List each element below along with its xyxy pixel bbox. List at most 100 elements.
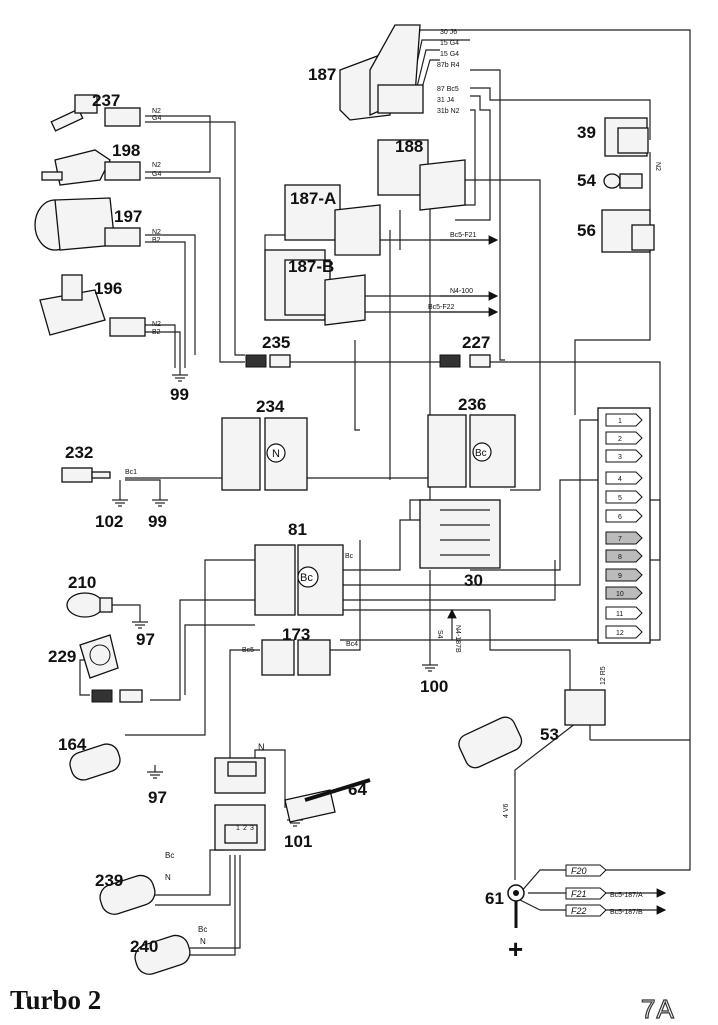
wire-code: Bc5-187/B — [610, 909, 643, 916]
bulb-54 — [603, 173, 643, 189]
fuse-slot-2: 2 — [605, 431, 643, 445]
connector-81 — [254, 544, 344, 616]
wire-code: N4-187B — [454, 625, 461, 653]
pin-number: 2 — [243, 825, 247, 832]
fuse-slot-6: 6 — [605, 509, 643, 523]
wire-code: G4 — [152, 171, 161, 178]
component-label: 81 — [288, 520, 307, 539]
wire-code: 31 J4 — [437, 97, 454, 104]
component-label: 53 — [540, 725, 559, 744]
connector-236 — [427, 414, 516, 488]
component-label: 196 — [94, 279, 122, 298]
connector-mark: Bc — [475, 448, 487, 459]
wire-code: N — [200, 937, 206, 946]
connector-173 — [261, 639, 331, 676]
wire-code: 15 G4 — [440, 40, 459, 47]
wire-code: S4 — [436, 630, 443, 639]
fuse-slot-10: 10 — [605, 586, 643, 600]
wire-code: Bc — [198, 925, 207, 934]
wire-code: N2 — [152, 108, 161, 115]
wire-code: N — [165, 873, 171, 882]
connector-30 — [419, 499, 501, 569]
component-label: 102 — [95, 512, 123, 531]
wire-code: Bc1 — [125, 469, 137, 476]
svg-text:3: 3 — [618, 454, 622, 461]
fan-229 — [79, 634, 143, 703]
connector-235 — [245, 354, 291, 368]
pump-239 — [99, 874, 156, 915]
wire-code: N2 — [654, 162, 661, 171]
wire-code: 4 V6 — [503, 803, 510, 818]
pin-number: 1 — [236, 825, 240, 832]
wire-code: N2 — [152, 229, 161, 236]
relay-187-a — [284, 184, 381, 256]
fuse-slot-12: 12 — [605, 625, 643, 639]
fuse-slot-7: 7 — [605, 531, 643, 545]
component-label: 235 — [262, 333, 290, 352]
fuse-tag-label: F20 — [571, 866, 587, 876]
component-label: 197 — [114, 207, 142, 226]
component-label: 100 — [420, 677, 448, 696]
pin-number: 3 — [250, 825, 254, 832]
sensor-232 — [61, 467, 111, 483]
svg-text:12: 12 — [616, 630, 624, 637]
component-label: 229 — [48, 647, 76, 666]
component-label: 237 — [92, 91, 120, 110]
svg-text:6: 6 — [618, 514, 622, 521]
wire-code: Bc5-F22 — [428, 304, 455, 311]
svg-text:5: 5 — [618, 495, 622, 502]
component-label: 101 — [284, 832, 312, 851]
relay-187 — [339, 24, 424, 121]
component-label: 198 — [112, 141, 140, 160]
wire-code: Bc4 — [346, 641, 358, 648]
component-label: 97 — [148, 788, 167, 807]
relay-39 — [604, 117, 649, 157]
component-label: 30 — [464, 571, 483, 590]
fuse-tag-f21 — [565, 887, 607, 900]
component-label: 239 — [95, 871, 123, 890]
valve-196 — [39, 274, 146, 337]
wire-code: Bc — [165, 851, 174, 860]
component-label: 232 — [65, 443, 93, 462]
svg-text:2: 2 — [618, 436, 622, 443]
fuse-tag-f20 — [565, 864, 607, 877]
component-label: 236 — [458, 395, 486, 414]
fuse-slot-1: 1 — [605, 413, 643, 427]
wire-code: N4-100 — [450, 288, 473, 295]
svg-text:4: 4 — [618, 476, 622, 483]
sensor-237 — [50, 94, 141, 132]
component-label: 227 — [462, 333, 490, 352]
pump-164 — [69, 743, 121, 781]
fuse-slot-5: 5 — [605, 490, 643, 504]
svg-text:9: 9 — [618, 573, 622, 580]
wire-code: 30 J6 — [440, 29, 457, 36]
component-label: 64 — [348, 780, 367, 799]
component-label: 187-B — [288, 257, 334, 276]
svg-text:11: 11 — [616, 611, 623, 618]
fuse-slot-4: 4 — [605, 471, 643, 485]
component-label: 54 — [577, 171, 596, 190]
component-label: 187-A — [290, 189, 336, 208]
component-label: 39 — [577, 123, 596, 142]
valve-197 — [34, 197, 141, 251]
fuse-tag-f22 — [565, 904, 607, 917]
fuse-slot-9: 9 — [605, 568, 643, 582]
component-label: 97 — [136, 630, 155, 649]
svg-text:1: 1 — [618, 418, 622, 425]
wire-code: N — [258, 742, 265, 752]
switch-64 — [284, 778, 371, 823]
wire-code: Bc5-F21 — [450, 232, 477, 239]
component-label: 240 — [130, 937, 158, 956]
connector-227 — [439, 354, 491, 368]
wire-code: 31b N2 — [437, 108, 460, 115]
page-label: 7A — [640, 993, 675, 1024]
wire-code: 12 R5 — [600, 666, 607, 685]
svg-text:10: 10 — [616, 591, 624, 598]
fuse-tag-label: F22 — [571, 906, 587, 916]
ground-symbols — [112, 374, 438, 827]
fuse-box-labels: 1 2 3 4 5 6 7 8 9 10 11 12 — [605, 413, 643, 639]
wiring-harness — [79, 29, 691, 956]
pump-240 — [134, 934, 191, 975]
connector-234 — [221, 417, 308, 491]
sensor-53 — [458, 689, 606, 769]
